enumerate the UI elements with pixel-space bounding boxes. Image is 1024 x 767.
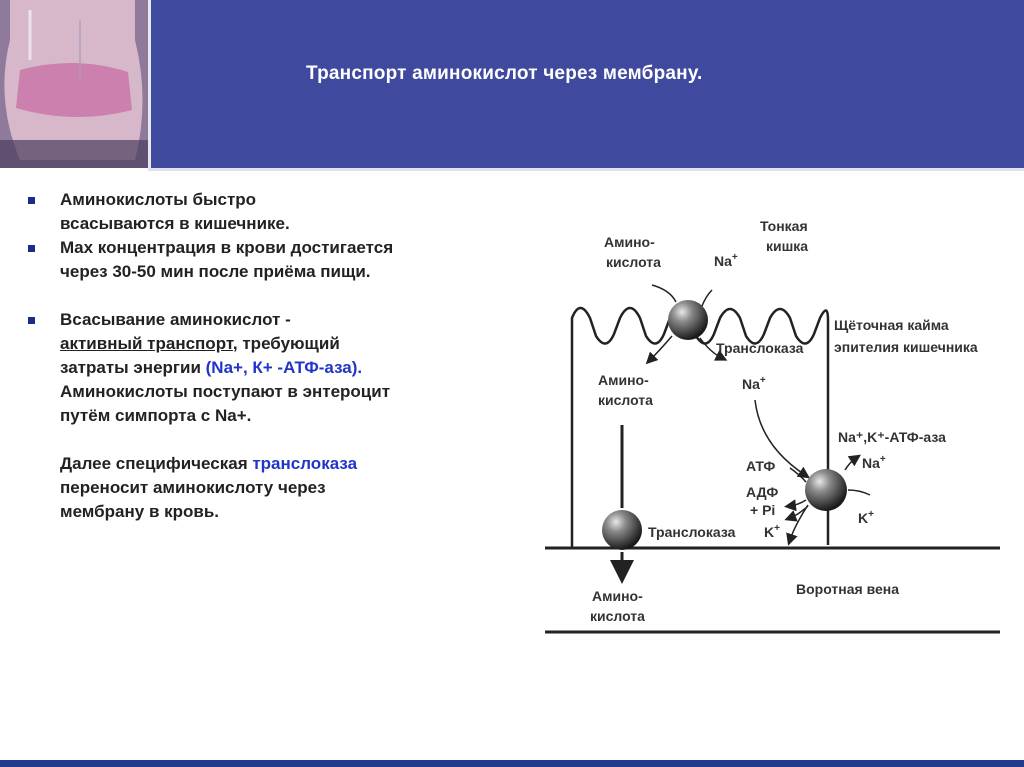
highlight-text: (Na+, К+ -АТФ-аза). bbox=[205, 358, 363, 377]
bullet-line: активный транспорт, требующий bbox=[60, 334, 340, 353]
label-translocase-top: Транслоказа bbox=[716, 340, 804, 356]
bullet-item: Аминокислоты быстро всасываются в кишечн… bbox=[20, 188, 520, 236]
bullet-line: всасываются в кишечнике. bbox=[60, 214, 290, 233]
label-brush-border-2: эпителия кишечника bbox=[834, 339, 978, 355]
label-adf-2: + Pi bbox=[750, 502, 775, 518]
bullet-line: Аминокислоты поступают в энтероцит bbox=[60, 382, 391, 401]
translocase-bottom-ball bbox=[602, 510, 642, 550]
header-underline bbox=[148, 168, 1024, 171]
label-translocase-bottom: Транслоказа bbox=[648, 524, 736, 540]
bullet-item: Всасывание аминокислот - активный трансп… bbox=[20, 308, 520, 524]
slide-title: Транспорт аминокислот через мембрану. bbox=[306, 63, 703, 84]
label-atpase: Na⁺,K⁺-АТФ-аза bbox=[838, 429, 946, 445]
header-divider bbox=[148, 0, 151, 168]
label-k-bottom: K+ bbox=[764, 523, 780, 540]
label-na-mid: Na+ bbox=[742, 375, 766, 392]
bullet-line: затраты энергии (Na+, К+ -АТФ-аза). bbox=[60, 358, 363, 377]
bullet-square-icon bbox=[28, 245, 35, 252]
arrow-adf bbox=[784, 499, 807, 512]
translocase-top-ball bbox=[668, 300, 708, 340]
underlined-term: активный транспорт bbox=[60, 334, 233, 353]
brush-border-line bbox=[570, 306, 830, 545]
slide-header bbox=[0, 0, 1024, 168]
flask-photo bbox=[0, 0, 148, 168]
bullet-line: Далее специфическая транслоказа bbox=[60, 454, 358, 473]
arrow-na-out-right bbox=[844, 454, 861, 471]
bullet-line: Всасывание аминокислот - bbox=[60, 310, 291, 329]
bullet-line: мембрану в кровь. bbox=[60, 502, 220, 521]
arrow-na-out bbox=[699, 337, 728, 361]
label-amino-mid-2: кислота bbox=[598, 392, 653, 408]
bullet-line: Max концентрация в крови достигается bbox=[60, 238, 394, 257]
bullet-line: Аминокислоты быстро bbox=[60, 190, 257, 209]
arrow-k-in bbox=[847, 489, 871, 496]
arrow-amino-in bbox=[651, 284, 677, 303]
bullet-item: Max концентрация в крови достигается чер… bbox=[20, 236, 520, 284]
bullet-line: через 30-50 мин после приёма пищи. bbox=[60, 262, 371, 281]
arrow-na-to-atpase bbox=[754, 399, 810, 479]
label-amino-bot-1: Амино- bbox=[592, 588, 643, 604]
label-small-intestine-1: Тонкая bbox=[760, 218, 808, 234]
label-small-intestine-2: кишка bbox=[766, 238, 808, 254]
atpase-ball bbox=[805, 469, 847, 511]
label-amino-top-1: Амино- bbox=[604, 234, 655, 250]
highlight-text: транслоказа bbox=[252, 454, 358, 473]
arrow-pi bbox=[784, 505, 809, 522]
arrow-atf bbox=[789, 467, 807, 483]
bullet-list: Аминокислоты быстро всасываются в кишечн… bbox=[20, 188, 520, 524]
bullet-line: путём симпорта с Na+. bbox=[60, 406, 252, 425]
arrow-amino-out bbox=[645, 335, 673, 365]
label-k-right: K+ bbox=[858, 509, 874, 526]
label-na-top: Na+ bbox=[714, 252, 738, 269]
label-portal-vein: Воротная вена bbox=[796, 581, 899, 597]
label-amino-top-2: кислота bbox=[606, 254, 661, 270]
flask-image bbox=[0, 0, 148, 168]
bullet-square-icon bbox=[28, 317, 35, 324]
bullet-square-icon bbox=[28, 197, 35, 204]
label-atf: АТФ bbox=[746, 458, 775, 474]
arrow-k-to-bottom bbox=[786, 504, 809, 546]
footer-bar bbox=[0, 760, 1024, 767]
label-brush-border-1: Щёточная кайма bbox=[834, 317, 949, 333]
bullet-line: переносит аминокислоту через bbox=[60, 478, 326, 497]
arrow-na-in bbox=[701, 289, 713, 307]
label-amino-mid-1: Амино- bbox=[598, 372, 649, 388]
label-amino-bot-2: кислота bbox=[590, 608, 645, 624]
label-na-right: Na+ bbox=[862, 454, 886, 471]
label-adf-1: АДФ bbox=[746, 484, 778, 500]
